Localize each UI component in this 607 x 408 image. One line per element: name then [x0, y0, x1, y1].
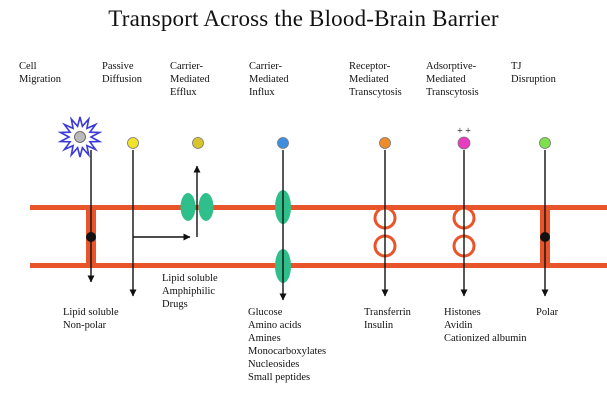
- passive-diffusion-molecule-icon: [128, 138, 139, 149]
- influx-molecule-icon: [278, 138, 289, 149]
- charge-signs: + +: [457, 126, 471, 137]
- upper-membrane: [30, 205, 607, 210]
- cationic-molecule-icon: [458, 137, 470, 149]
- cell-nucleus-icon: [75, 132, 86, 143]
- junction-dot-left: [86, 232, 96, 242]
- products-receptor-mediated-transcytosis: Transferrin Insulin: [364, 306, 411, 332]
- carrier-influx-pathway: [275, 138, 291, 301]
- adsorptive-transcytosis-pathway: + +: [454, 126, 474, 296]
- products-tj-disruption: Polar: [536, 306, 558, 319]
- lower-membrane: [30, 263, 607, 268]
- carrier-efflux-pathway: [181, 138, 214, 238]
- polar-molecule-icon: [540, 138, 551, 149]
- products-cell-migration: Lipid soluble Non-polar: [63, 306, 119, 332]
- efflux-carrier-right-icon: [199, 193, 214, 221]
- junction-dot-right: [540, 232, 550, 242]
- products-carrier-mediated-efflux: Lipid soluble Amphiphilic Drugs: [162, 272, 218, 311]
- products-carrier-mediated-influx: Glucose Amino acids Amines Monocarboxyla…: [248, 306, 326, 384]
- receptor-ligand-icon: [380, 138, 391, 149]
- efflux-carrier-left-icon: [181, 193, 196, 221]
- receptor-transcytosis-pathway: [375, 138, 395, 297]
- efflux-molecule-icon: [193, 138, 204, 149]
- membranes: [30, 205, 607, 268]
- products-adsorptive-mediated-transcytosis: Histones Avidin Cationized albumin: [444, 306, 527, 345]
